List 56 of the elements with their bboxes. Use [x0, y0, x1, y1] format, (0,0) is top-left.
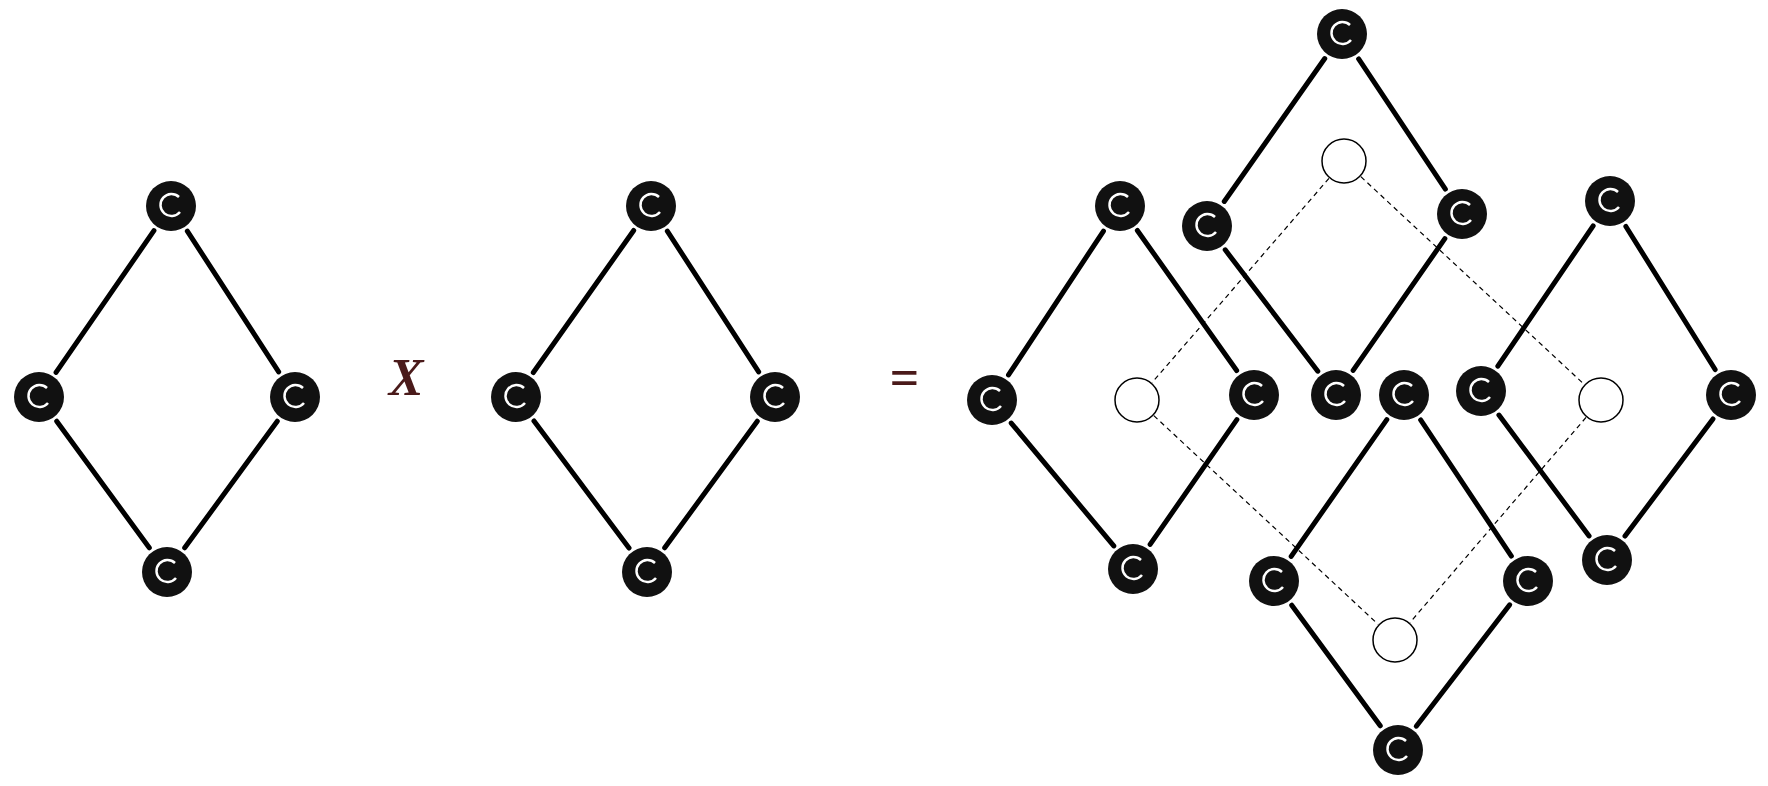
operator-symbol: = — [889, 352, 919, 404]
edge-line — [1288, 417, 1390, 559]
edge-line — [1496, 412, 1592, 539]
filled-dot — [145, 180, 197, 232]
filled-dot — [966, 374, 1018, 426]
edge-line — [1006, 228, 1106, 378]
edge-line — [1413, 602, 1513, 729]
edge-line — [1356, 56, 1448, 192]
hollow-circle — [1321, 138, 1367, 184]
filled-dot — [1502, 555, 1554, 607]
filled-dot — [1372, 724, 1424, 776]
filled-dot — [1316, 8, 1368, 60]
edge-line — [531, 418, 632, 551]
edge-line — [54, 418, 152, 551]
filled-dot — [13, 371, 65, 423]
operator-symbol: X — [388, 352, 424, 404]
edge-line — [1221, 56, 1328, 204]
filled-dot — [1107, 543, 1159, 595]
edge-line — [664, 228, 762, 375]
filled-dot — [1094, 180, 1146, 232]
filled-dot — [1581, 534, 1633, 586]
edge-line — [1222, 247, 1321, 374]
edge-line — [1350, 236, 1448, 373]
filled-dot — [1455, 365, 1507, 417]
edge-line — [662, 418, 760, 551]
filled-dot — [1181, 200, 1233, 252]
edge-line — [1134, 227, 1240, 374]
hollow-circle — [1578, 377, 1624, 423]
filled-dot — [1228, 369, 1280, 421]
hollow-circle — [1372, 617, 1418, 663]
edge-line — [1289, 602, 1383, 729]
filled-dot — [1248, 555, 1300, 607]
dashed-line — [1360, 176, 1585, 385]
edge-line — [182, 418, 280, 551]
filled-dot — [1584, 175, 1636, 227]
filled-dot — [1310, 369, 1362, 421]
filled-dot — [490, 371, 542, 423]
edge-line — [1623, 223, 1718, 373]
edge-line — [184, 228, 282, 375]
filled-dot — [1705, 369, 1757, 421]
edge-line — [1418, 417, 1514, 559]
filled-dot — [625, 180, 677, 232]
filled-dot — [749, 371, 801, 423]
dashed-line — [1153, 415, 1379, 625]
filled-dot — [621, 546, 673, 598]
edge-line — [1495, 223, 1596, 369]
filled-dot — [1436, 188, 1488, 240]
edge-line — [1008, 420, 1117, 549]
filled-dot — [269, 371, 321, 423]
hollow-circle — [1114, 377, 1160, 423]
edge-line — [530, 228, 637, 375]
edge-line — [53, 228, 157, 375]
edge-line — [1622, 416, 1716, 539]
filled-dot — [1378, 369, 1430, 421]
filled-dot — [141, 546, 193, 598]
edge-line — [1147, 417, 1240, 547]
